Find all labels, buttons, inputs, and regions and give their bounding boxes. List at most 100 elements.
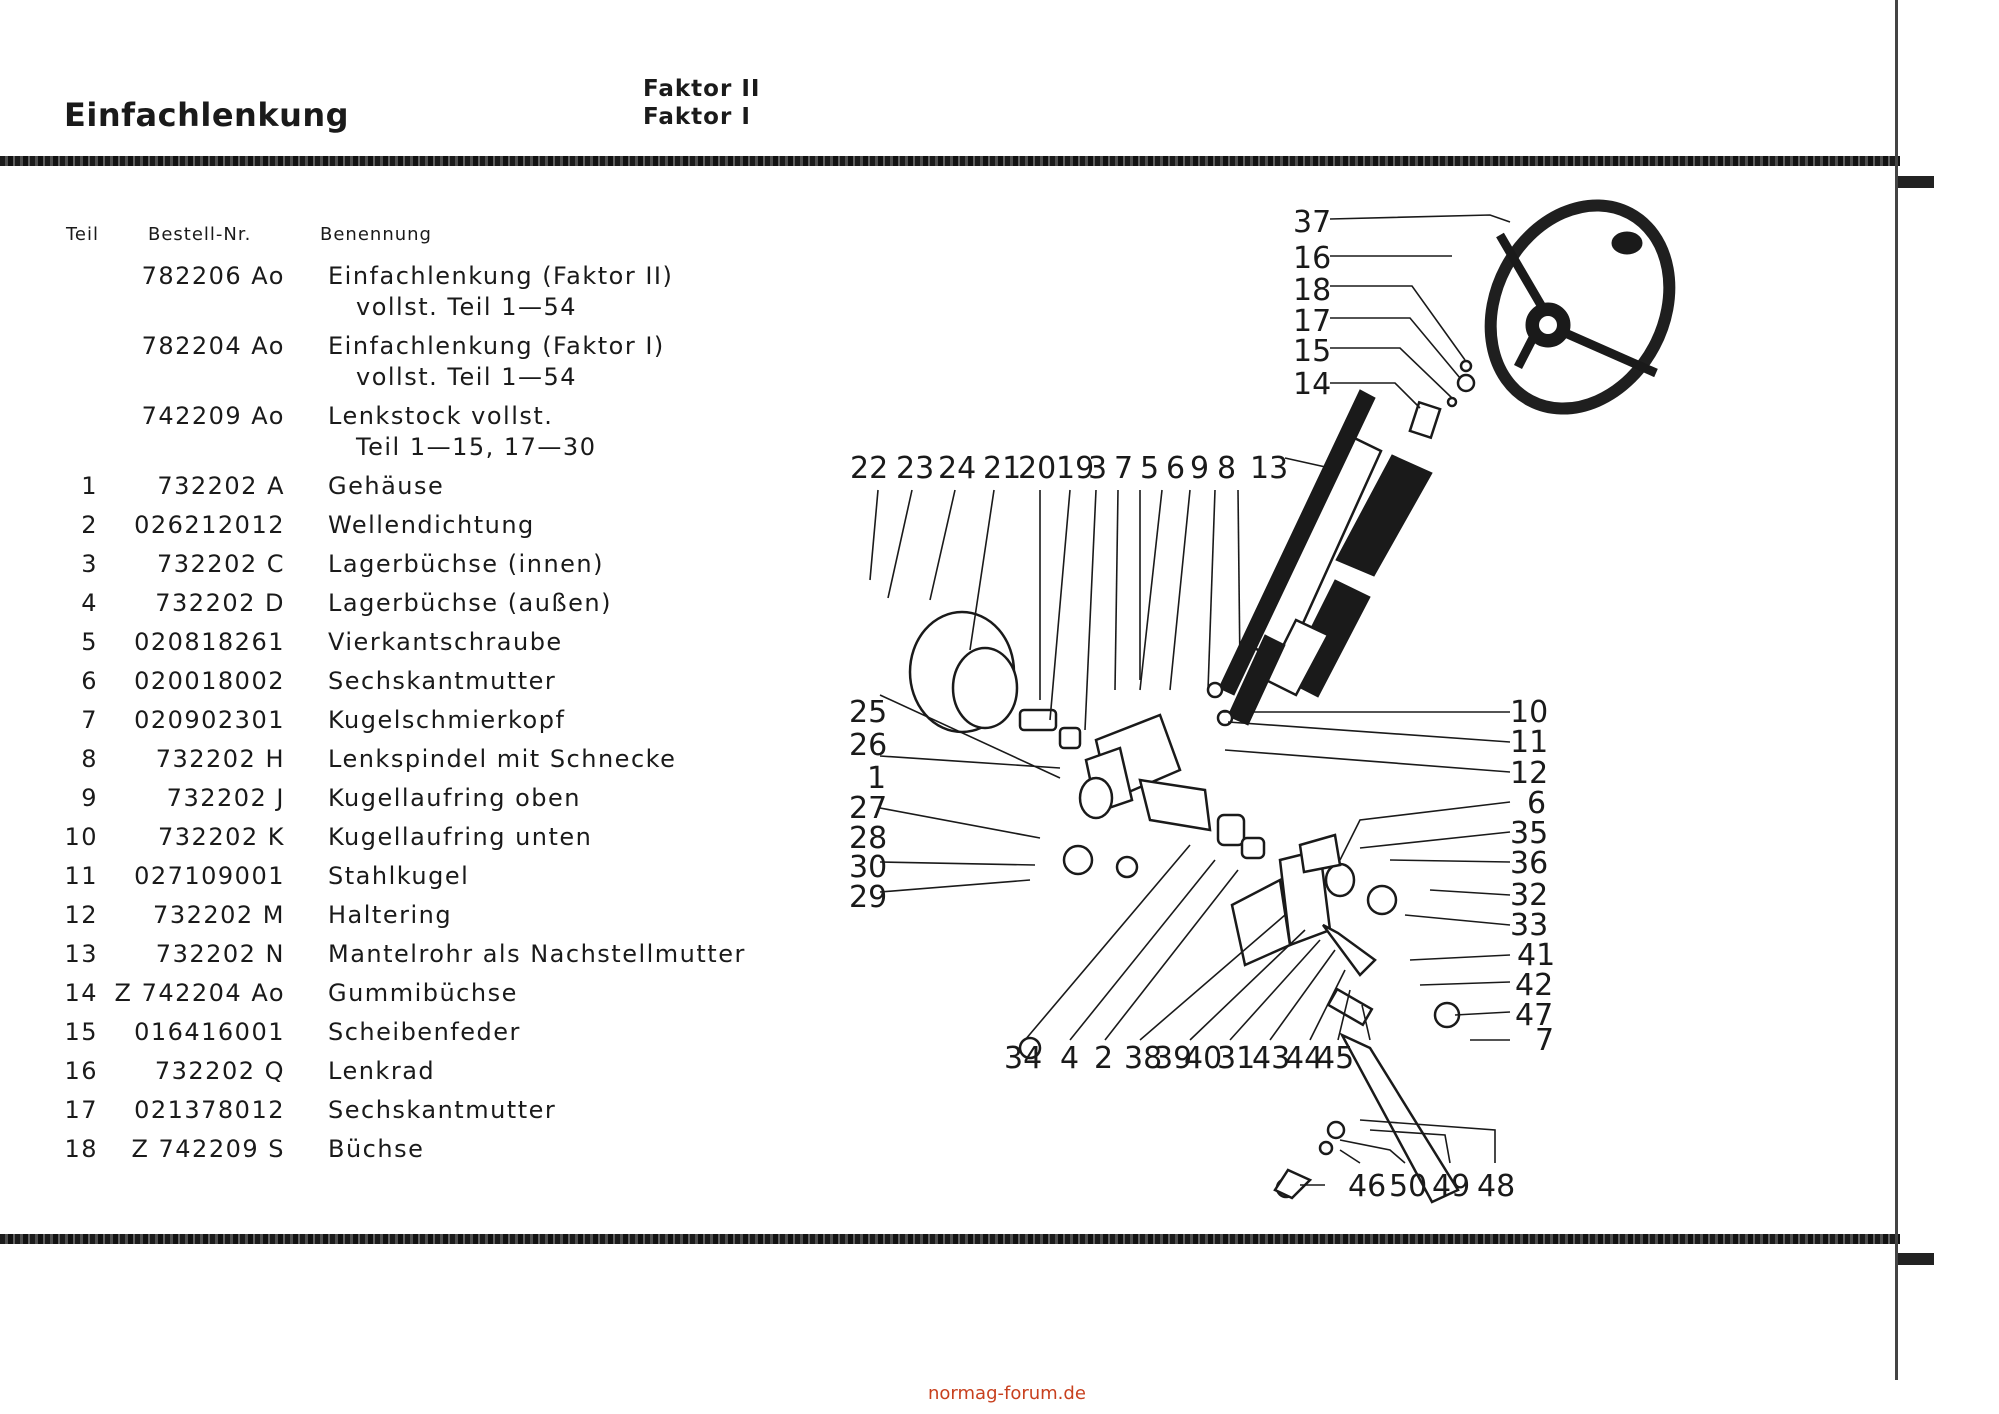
- part-number-cell: 9: [81, 784, 98, 812]
- part-name-cell: Sechskantmutter: [328, 1096, 557, 1124]
- order-number-cell: 782204 Ao: [141, 332, 285, 360]
- callout-10: 10: [1510, 695, 1548, 730]
- callout-16: 16: [1293, 241, 1331, 276]
- callout-13: 13: [1250, 451, 1288, 486]
- callout-47: 47: [1515, 998, 1553, 1033]
- order-number-cell: 732202 J: [166, 784, 285, 812]
- part-number-cell: 10: [64, 823, 98, 851]
- callout-30: 30: [849, 850, 887, 885]
- part-number-cell: 17: [64, 1096, 98, 1124]
- callout-39: 39: [1154, 1041, 1192, 1076]
- part-name-cell: Einfachlenkung (Faktor II): [328, 262, 674, 290]
- part-name-cell: Lagerbüchse (innen): [328, 550, 604, 578]
- callout-45: 45: [1316, 1041, 1354, 1076]
- part-number-cell: 15: [64, 1018, 98, 1046]
- callout-38: 38: [1124, 1041, 1162, 1076]
- callout-49: 49: [1432, 1169, 1470, 1204]
- part-number-cell: 12: [64, 901, 98, 929]
- order-number-cell: 732202 Q: [154, 1057, 285, 1085]
- model-label-faktor-2: Faktor II: [643, 76, 761, 102]
- callout-24: 24: [938, 451, 976, 486]
- steering-column-drawing: [1218, 389, 1433, 726]
- part-name-cell: Kugellaufring unten: [328, 823, 593, 851]
- callout-20: 20: [1018, 451, 1056, 486]
- callout-6: 6: [1166, 451, 1185, 486]
- callout-28: 28: [849, 821, 887, 856]
- part-number-cell: 3: [81, 550, 98, 578]
- model-label-faktor-1: Faktor I: [643, 104, 751, 130]
- callout-11: 11: [1510, 725, 1548, 760]
- part-name-cell: Scheibenfeder: [328, 1018, 521, 1046]
- callout-44: 44: [1285, 1041, 1323, 1076]
- footer-rule: [0, 1234, 1900, 1244]
- callout-36: 36: [1510, 846, 1548, 881]
- callout-33: 33: [1510, 908, 1548, 943]
- order-number-cell: 027109001: [134, 862, 285, 890]
- order-number-cell: 732202 K: [158, 823, 285, 851]
- part-name-cell: Gehäuse: [328, 472, 445, 500]
- callout-7: 7: [1535, 1023, 1554, 1058]
- drag-link-drawing: [1018, 844, 1461, 1204]
- part-name-cell: Wellendichtung: [328, 511, 535, 539]
- part-number-cell: 8: [81, 745, 98, 773]
- part-number-cell: 14: [64, 979, 98, 1007]
- order-number-cell: 732202 N: [155, 940, 285, 968]
- order-number-cell: 020902301: [134, 706, 285, 734]
- site-watermark: normag-forum.de: [928, 1383, 1086, 1404]
- callout-40: 40: [1184, 1041, 1222, 1076]
- part-name-cell: Vierkantschraube: [328, 628, 563, 656]
- index-tab-marker: [1898, 1253, 1934, 1265]
- leader-lines: [869, 214, 1511, 1186]
- part-name-cell: Lenkspindel mit Schnecke: [328, 745, 677, 773]
- order-number-cell: 782206 Ao: [141, 262, 285, 290]
- part-name-cell: Lenkrad: [328, 1057, 436, 1085]
- order-number-cell: 021378012: [134, 1096, 285, 1124]
- callout-34: 34: [1004, 1041, 1042, 1076]
- part-number-cell: 16: [64, 1057, 98, 1085]
- steering-wheel-drawing: [1408, 199, 1676, 440]
- order-number-cell: 732202 C: [156, 550, 285, 578]
- part-name-continuation: vollst. Teil 1—54: [356, 293, 578, 321]
- callout-32: 32: [1510, 878, 1548, 913]
- callout-48: 48: [1477, 1169, 1515, 1204]
- callout-4: 4: [1060, 1041, 1079, 1076]
- callout-42: 42: [1515, 968, 1553, 1003]
- column-header-bestell-nr: Bestell-Nr.: [148, 224, 252, 245]
- page-edge: [1895, 0, 1898, 1380]
- callout-27: 27: [849, 791, 887, 826]
- header-rule: [0, 156, 1900, 166]
- part-number-cell: 7: [81, 706, 98, 734]
- callout-9: 9: [1190, 451, 1209, 486]
- part-name-cell: Lenkstock vollst.: [328, 402, 554, 430]
- part-name-cell: Einfachlenkung (Faktor I): [328, 332, 665, 360]
- callout-7: 7: [1114, 451, 1133, 486]
- callout-25: 25: [849, 695, 887, 730]
- order-number-cell: 732202 H: [155, 745, 285, 773]
- column-header-teil: Teil: [66, 224, 100, 245]
- callout-50: 50: [1389, 1169, 1427, 1204]
- callout-14: 14: [1293, 367, 1331, 402]
- callout-37: 37: [1293, 205, 1331, 240]
- order-number-cell: 016416001: [134, 1018, 285, 1046]
- callout-17: 17: [1293, 304, 1331, 339]
- part-name-cell: Mantelrohr als Nachstellmutter: [328, 940, 746, 968]
- part-name-cell: Kugellaufring oben: [328, 784, 581, 812]
- callout-2: 2: [1094, 1041, 1113, 1076]
- callout-46: 46: [1348, 1169, 1386, 1204]
- callout-21: 21: [983, 451, 1021, 486]
- order-number-cell: 732202 A: [157, 472, 285, 500]
- part-name-continuation: Teil 1—15, 17—30: [356, 433, 597, 461]
- callout-1: 1: [867, 761, 886, 796]
- part-name-cell: Stahlkugel: [328, 862, 470, 890]
- order-number-cell: Z 742204 Ao: [114, 979, 285, 1007]
- part-name-continuation: vollst. Teil 1—54: [356, 363, 578, 391]
- part-number-cell: 13: [64, 940, 98, 968]
- callout-41: 41: [1517, 938, 1555, 973]
- order-number-cell: 732202 M: [153, 901, 285, 929]
- callout-35: 35: [1510, 816, 1548, 851]
- callout-23: 23: [896, 451, 934, 486]
- part-number-cell: 5: [81, 628, 98, 656]
